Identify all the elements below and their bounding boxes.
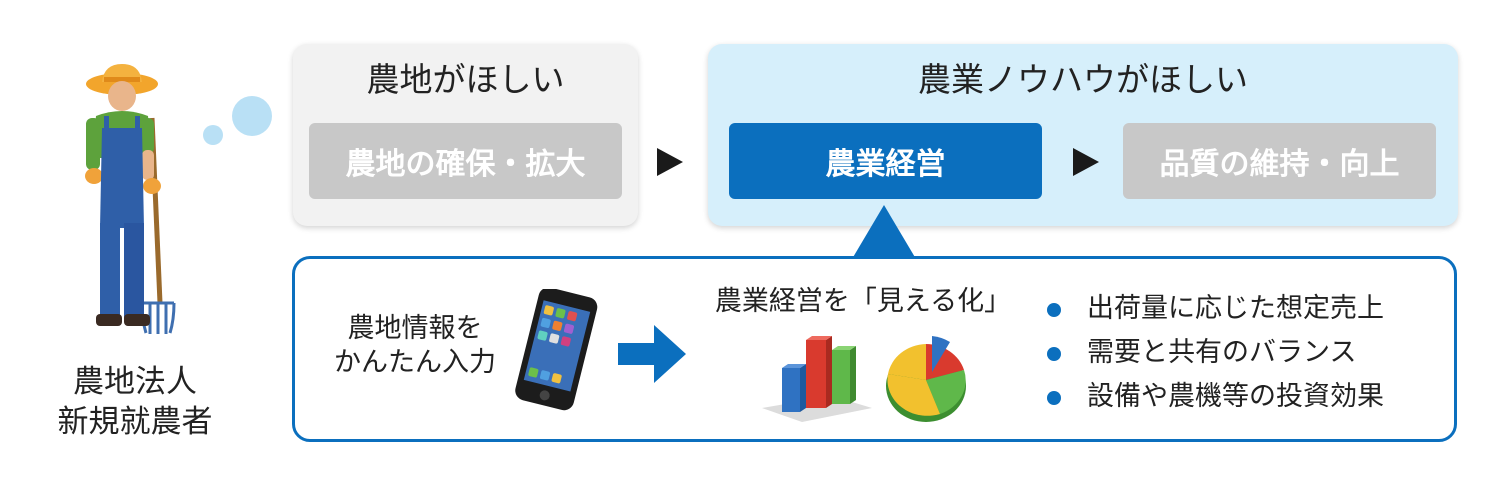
play-arrow-icon	[657, 148, 683, 176]
bar-chart-icon	[762, 336, 872, 422]
thought-bubble-large	[232, 96, 272, 136]
bullet-item: 出荷量に応じた想定売上	[1047, 292, 1447, 328]
farm-management-box: 農業経営	[729, 123, 1042, 199]
land-securing-box: 農地の確保・拡大	[309, 123, 622, 199]
quality-box: 品質の維持・向上	[1123, 123, 1436, 199]
easy-input-line1: 農地情報を	[347, 313, 483, 344]
bullet-text: 設備や農機等の投資効果	[1087, 381, 1384, 412]
easy-input-text: 農地情報を かんたん入力	[320, 312, 510, 380]
smartphone-icon	[515, 289, 598, 411]
easy-input-line2: かんたん入力	[334, 347, 496, 378]
bullet-text: 需要と共有のバランス	[1087, 337, 1357, 368]
person-caption-line2: 新規就農者	[57, 404, 213, 440]
knowhow-panel-title: 農業ノウハウがほしい	[918, 60, 1248, 99]
person-caption-line1: 農地法人	[73, 364, 197, 400]
callout-pointer	[852, 205, 916, 259]
bullet-item: 需要と共有のバランス	[1047, 336, 1447, 372]
pie-chart-icon	[886, 336, 966, 422]
play-arrow-icon-2	[1073, 148, 1099, 176]
bullet-text: 出荷量に応じた想定売上	[1087, 293, 1384, 324]
bullet-item: 設備や農機等の投資効果	[1047, 380, 1447, 416]
bullet-dot	[1047, 303, 1061, 317]
farmer-illustration	[85, 64, 176, 334]
bullet-dot	[1047, 391, 1061, 405]
right-arrow-icon	[618, 325, 686, 383]
thought-bubble-small	[203, 125, 223, 145]
land-panel-title: 農地がほしい	[366, 60, 565, 99]
bullet-dot	[1047, 347, 1061, 361]
visualize-title: 農業経営を「見える化」	[714, 286, 1012, 317]
person-caption: 農地法人 新規就農者	[40, 362, 230, 442]
